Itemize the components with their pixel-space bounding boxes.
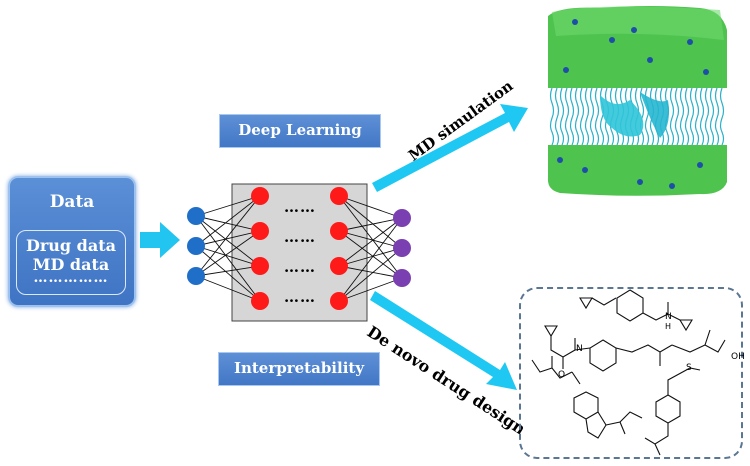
network-edge <box>195 195 261 217</box>
de-novo-arrow <box>370 291 517 390</box>
deep-learning-label: Deep Learning <box>219 114 381 148</box>
network-edge <box>338 265 403 279</box>
output-node <box>393 209 411 227</box>
hidden-node <box>330 292 348 310</box>
network-edge <box>338 217 403 302</box>
network-edge <box>195 275 261 302</box>
md-data-label: MD data <box>32 255 110 274</box>
network-edge <box>195 245 261 302</box>
lipid-tail <box>679 87 685 146</box>
lipid-tail <box>689 87 695 146</box>
network-nodes <box>187 187 411 310</box>
network-edge <box>195 215 261 302</box>
hidden-node <box>251 257 269 275</box>
network-edge <box>195 215 261 267</box>
ion-dot <box>647 57 653 63</box>
ion-dot <box>703 69 709 75</box>
network-edge <box>195 230 261 247</box>
network-edge <box>195 195 261 247</box>
hidden-node <box>330 257 348 275</box>
lipid-tail <box>714 87 720 146</box>
network-edge <box>195 195 261 277</box>
n-atom-label-2: N <box>576 344 583 354</box>
ion-dot <box>637 179 643 185</box>
o-atom-label: O <box>558 370 566 380</box>
s-atom-label: S <box>686 363 692 373</box>
data-title: Data <box>49 192 95 212</box>
lipid-tail <box>704 87 710 146</box>
network-edge <box>338 195 403 279</box>
ion-dot <box>563 67 569 73</box>
hidden-layer-dots-2: …… <box>284 228 316 246</box>
lipid-tail <box>674 87 680 146</box>
ion-dot <box>572 19 578 25</box>
lipid-tail <box>589 87 595 146</box>
lipid-tail <box>709 87 715 146</box>
h-atom-label: H <box>665 322 672 331</box>
ion-dot <box>697 162 703 168</box>
input-arrow <box>140 222 180 258</box>
lipid-tail <box>549 87 555 146</box>
interpretability-label: Interpretability <box>218 352 380 386</box>
network-edge <box>195 265 261 277</box>
lipid-tail <box>694 87 700 146</box>
ion-dot <box>669 183 675 189</box>
md-simulation-membrane-image <box>547 6 727 196</box>
network-edge <box>195 245 261 267</box>
hidden-layer-dots-3: …… <box>284 258 316 276</box>
drug-data-label: Drug data <box>25 236 116 255</box>
lipid-tail <box>719 87 725 146</box>
hidden-node <box>330 222 348 240</box>
lipid-tail <box>684 87 690 146</box>
network-edge <box>338 217 403 232</box>
network-edge <box>338 195 403 219</box>
hidden-node <box>251 187 269 205</box>
ion-dot <box>687 39 693 45</box>
network-edge <box>338 230 403 249</box>
hidden-node <box>251 292 269 310</box>
hidden-node <box>251 222 269 240</box>
ion-dot <box>557 157 563 163</box>
output-node <box>393 269 411 287</box>
lipid-tail <box>579 87 585 146</box>
input-node <box>187 267 205 285</box>
lipid-tail <box>584 87 590 146</box>
nh-atom-label: N <box>665 312 672 322</box>
network-edge <box>338 217 403 267</box>
oh-atom-label: OH <box>731 352 745 362</box>
network-edge <box>338 195 403 249</box>
molecule-structures <box>531 289 726 456</box>
lipid-tail <box>559 87 565 146</box>
data-ellipsis: …………… <box>33 270 109 286</box>
network-edge <box>338 230 403 279</box>
network-connections <box>195 195 403 302</box>
lipid-tail <box>594 87 600 146</box>
output-node <box>393 239 411 257</box>
network-edge <box>195 230 261 277</box>
lipid-tail <box>564 87 570 146</box>
lipid-tail <box>699 87 705 146</box>
lipid-tail <box>574 87 580 146</box>
input-node <box>187 207 205 225</box>
hidden-layer-dots-1: …… <box>284 198 316 216</box>
ion-dot <box>582 167 588 173</box>
lipid-tail <box>569 87 575 146</box>
hidden-layer-dots-4: …… <box>284 288 316 306</box>
network-edge <box>338 247 403 302</box>
data-inner-box: Drug data MD data …………… <box>16 230 126 295</box>
md-simulation-arrow <box>372 104 528 192</box>
input-node <box>187 237 205 255</box>
network-edge <box>338 277 403 302</box>
molecule-panel <box>519 287 743 459</box>
network-edge <box>195 215 261 232</box>
lipid-tail <box>669 87 675 146</box>
lipid-tail <box>554 87 560 146</box>
network-edge <box>338 247 403 267</box>
hidden-node <box>330 187 348 205</box>
ion-dot <box>631 27 637 33</box>
ion-dot <box>609 37 615 43</box>
data-box: Data Drug data MD data …………… <box>8 176 136 307</box>
